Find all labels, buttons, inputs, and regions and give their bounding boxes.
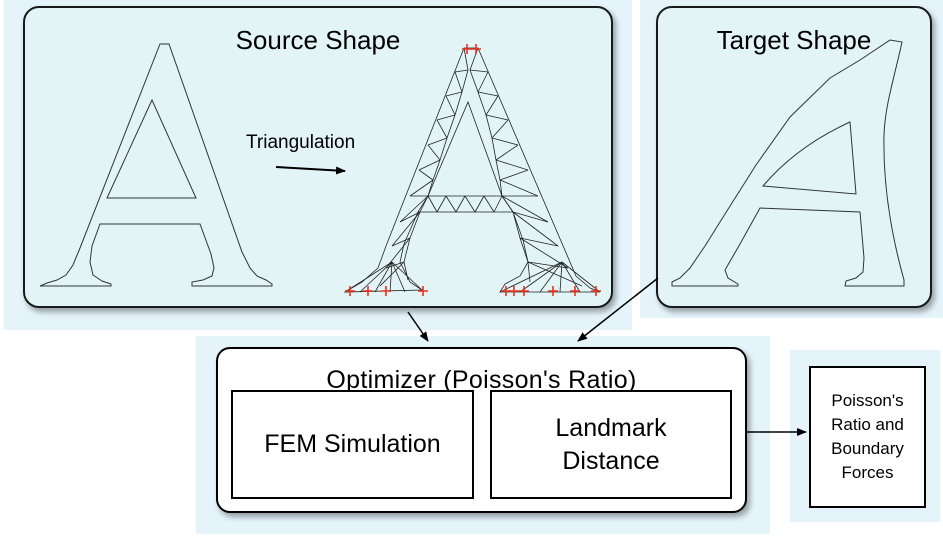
source-letter-a xyxy=(39,43,273,287)
landmark-plus-icon xyxy=(462,44,472,54)
triangulation-label: Triangulation xyxy=(246,132,356,153)
triangulated-letter-a xyxy=(343,47,601,293)
triangulation-arrow xyxy=(275,166,346,175)
landmark-plus-icon xyxy=(591,286,601,296)
target-shape-title: Target Shape xyxy=(716,25,872,55)
landmark-plus-icon xyxy=(471,44,481,54)
landmark-markers xyxy=(345,44,601,296)
source-shape-panel: Source Shape xyxy=(23,6,613,308)
output-line1: Poisson's xyxy=(831,391,904,410)
landmark-plus-icon xyxy=(363,286,373,296)
landmark-label-line1: Landmark xyxy=(555,413,667,442)
optimizer-title: Optimizer (Poisson's Ratio) xyxy=(326,366,637,394)
landmark-plus-icon xyxy=(519,286,529,296)
target-shape-panel: Target Shape xyxy=(656,6,932,308)
fem-simulation-label: FEM Simulation xyxy=(264,430,441,458)
source-shape-title: Source Shape xyxy=(235,25,401,55)
landmark-plus-icon xyxy=(418,286,428,296)
target-letter-a xyxy=(671,39,905,287)
landmark-label-line2: Distance xyxy=(562,446,660,475)
output-line4: Forces xyxy=(841,463,894,482)
source-to-optimizer-arrow xyxy=(407,311,429,342)
fem-simulation-box: FEM Simulation xyxy=(231,390,474,499)
landmark-plus-icon xyxy=(570,286,580,296)
output-line3: Boundary xyxy=(831,439,904,458)
landmark-plus-icon xyxy=(381,286,391,296)
target-to-optimizer-arrow xyxy=(577,277,659,342)
output-box: Poisson's Ratio and Boundary Forces xyxy=(809,366,926,508)
landmark-plus-icon xyxy=(548,286,558,296)
output-line2: Ratio and xyxy=(831,415,904,434)
landmark-distance-box: Landmark Distance xyxy=(490,390,732,499)
landmark-plus-icon xyxy=(345,286,355,296)
landmark-plus-icon xyxy=(509,286,519,296)
